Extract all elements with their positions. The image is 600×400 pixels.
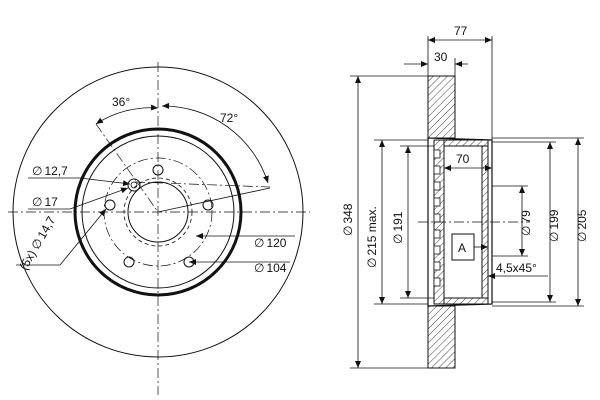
friction-ring-top (427, 75, 456, 139)
angle-72-label: 72° (220, 111, 238, 125)
diameter-191-label: ∅191 (391, 211, 405, 244)
diameter-199-label: ∅199 (547, 209, 561, 242)
side-view: 77 30 70 (341, 24, 589, 369)
angle-36-label: 36° (112, 95, 130, 109)
bolt-hole (123, 256, 135, 268)
locating-hole-inner (130, 181, 138, 189)
datum-a-label: A (458, 241, 466, 255)
width-77-label: 77 (454, 24, 468, 38)
vent-slots (433, 149, 441, 287)
bolt-hole-label: (5x)∅14,7 (16, 214, 58, 273)
pcd-120-label: ∅120 (254, 236, 287, 250)
diameter-79-label: ∅79 (519, 210, 533, 236)
locating-hole (127, 178, 141, 192)
offset-70-label: 70 (456, 152, 470, 166)
thickness-30-label: 30 (434, 50, 448, 64)
friction-ring-bottom (427, 305, 456, 369)
pcd-104-label: ∅104 (254, 261, 287, 275)
diameter-205-label: ∅205 (575, 209, 589, 242)
bolt-hole (202, 199, 214, 211)
front-view: 36° 72° ∅12,7 ∅17 (5x)∅14,7 ∅120 ∅104 (8, 62, 310, 395)
chamfer-label: 4,5x45° (496, 261, 537, 275)
diameter-348-label: ∅348 (341, 203, 355, 236)
bolt-hole (104, 199, 116, 211)
hole-17-label: ∅17 (32, 195, 58, 209)
diameter-215-label: ∅215 max. (365, 206, 379, 268)
center-line-diagonal (134, 181, 271, 188)
hole-12-7-label: ∅12,7 (32, 164, 68, 178)
